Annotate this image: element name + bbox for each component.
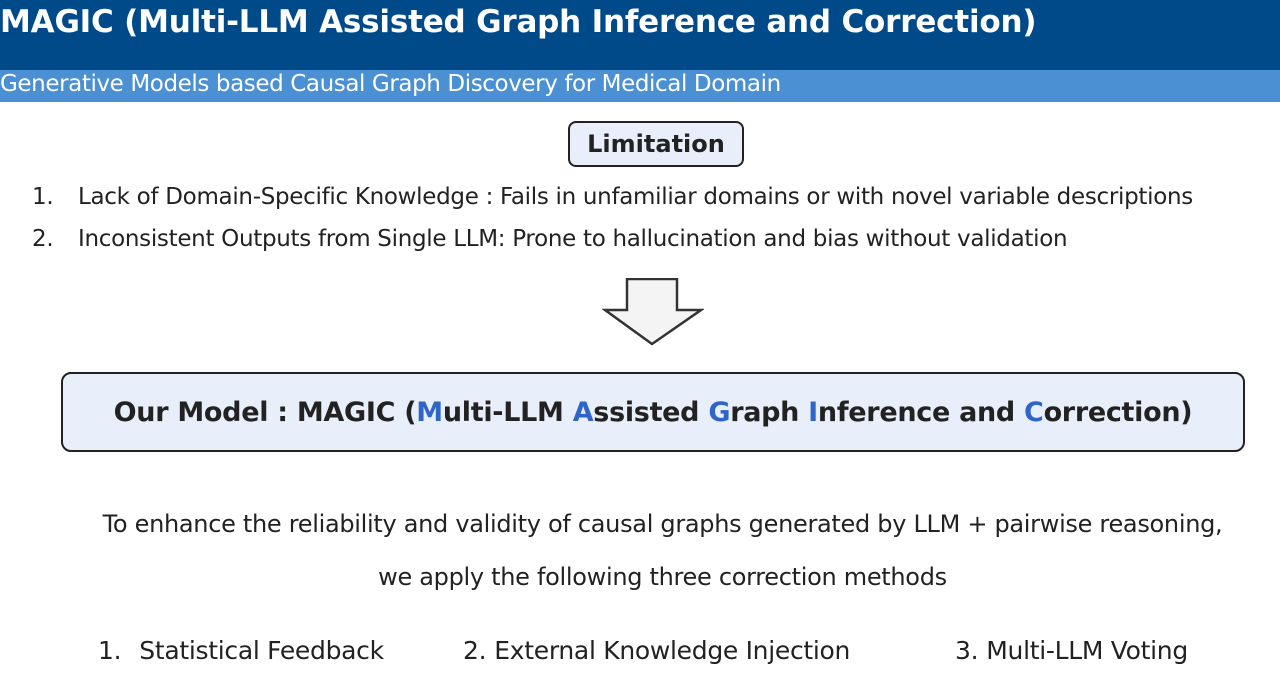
model-initial-i: I bbox=[808, 396, 818, 428]
model-part-rest: orrection) bbox=[1043, 396, 1193, 428]
limitation-label-box: Limitation bbox=[568, 121, 744, 167]
method-label: Statistical Feedback bbox=[139, 636, 384, 665]
model-part-rest: nference and bbox=[817, 396, 1025, 428]
model-prefix: Our Model : MAGIC ( bbox=[113, 396, 417, 428]
method-2: 2.External Knowledge Injection bbox=[463, 636, 850, 665]
method-1: 1. Statistical Feedback bbox=[98, 636, 384, 665]
method-number: 3. bbox=[955, 636, 979, 665]
method-label: Multi-LLM Voting bbox=[986, 636, 1188, 665]
model-initial-a: A bbox=[572, 396, 594, 428]
limitation-item-number: 2. bbox=[32, 226, 54, 252]
down-arrow-icon bbox=[602, 278, 704, 346]
title-bar: MAGIC (Multi-LLM Assisted Graph Inferenc… bbox=[0, 0, 1280, 70]
method-number: 2. bbox=[463, 636, 487, 665]
page-subtitle: Generative Models based Causal Graph Dis… bbox=[0, 71, 781, 97]
model-part-rest: raph bbox=[730, 396, 809, 428]
model-initial-c: C bbox=[1024, 396, 1044, 428]
page-title: MAGIC (Multi-LLM Assisted Graph Inferenc… bbox=[0, 4, 1037, 40]
limitation-item-1: 1. Lack of Domain-Specific Knowledge : Fa… bbox=[32, 184, 1193, 210]
description-line-1: To enhance the reliability and validity … bbox=[102, 510, 1223, 538]
model-part-rest: ulti-LLM bbox=[442, 396, 573, 428]
subtitle-bar: Generative Models based Causal Graph Dis… bbox=[0, 70, 1280, 102]
limitation-label: Limitation bbox=[587, 130, 725, 158]
method-number: 1. bbox=[98, 636, 122, 665]
model-initial-g: G bbox=[708, 396, 731, 428]
description-line-2: we apply the following three correction … bbox=[378, 563, 947, 591]
limitation-item-text: Inconsistent Outputs from Single LLM: Pr… bbox=[78, 226, 1068, 252]
method-3: 3.Multi-LLM Voting bbox=[955, 636, 1188, 665]
model-initial-m: M bbox=[416, 396, 443, 428]
limitation-item-number: 1. bbox=[32, 184, 54, 210]
model-part-rest: ssisted bbox=[593, 396, 709, 428]
method-label: External Knowledge Injection bbox=[494, 636, 851, 665]
limitation-item-text: Lack of Domain-Specific Knowledge : Fail… bbox=[78, 184, 1193, 210]
limitation-item-2: 2. Inconsistent Outputs from Single LLM: … bbox=[32, 226, 1068, 252]
